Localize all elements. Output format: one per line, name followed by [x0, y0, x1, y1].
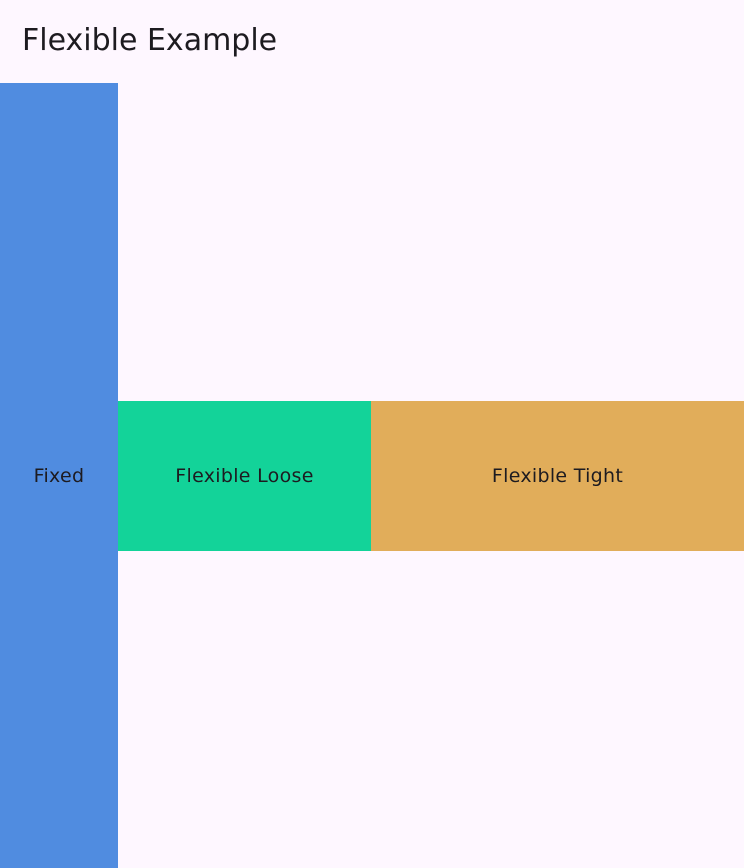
flex-row: Fixed Flexible Loose Flexible Tight — [0, 83, 744, 868]
fixed-box: Fixed — [0, 83, 118, 868]
page-title: Flexible Example — [22, 23, 278, 58]
flexible-tight-box: Flexible Tight — [371, 400, 744, 551]
flexible-loose-box-label: Flexible Loose — [175, 464, 314, 487]
fixed-box-label: Fixed — [33, 464, 85, 487]
flexible-tight-box-label: Flexible Tight — [491, 464, 624, 487]
flexible-loose-box: Flexible Loose — [118, 400, 371, 551]
app-bar: Flexible Example — [0, 0, 744, 83]
